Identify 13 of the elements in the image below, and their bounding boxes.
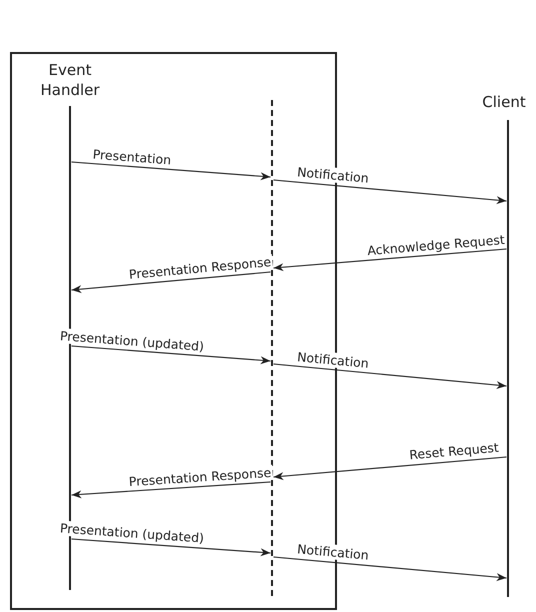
message-arrow (71, 161, 271, 180)
message-arrow (273, 248, 507, 272)
participant-label: Client (481, 92, 527, 112)
message-arrow (71, 345, 271, 364)
message-arrow (71, 271, 271, 294)
message-arrow (273, 179, 507, 204)
message-label: Presentation Response (128, 464, 273, 489)
message-arrow (273, 556, 507, 582)
message-arrow (273, 456, 507, 480)
message-arrow (273, 363, 507, 390)
participant-label: Event Handler (39, 60, 101, 100)
message-arrow (71, 481, 271, 498)
message-arrow (71, 538, 271, 556)
